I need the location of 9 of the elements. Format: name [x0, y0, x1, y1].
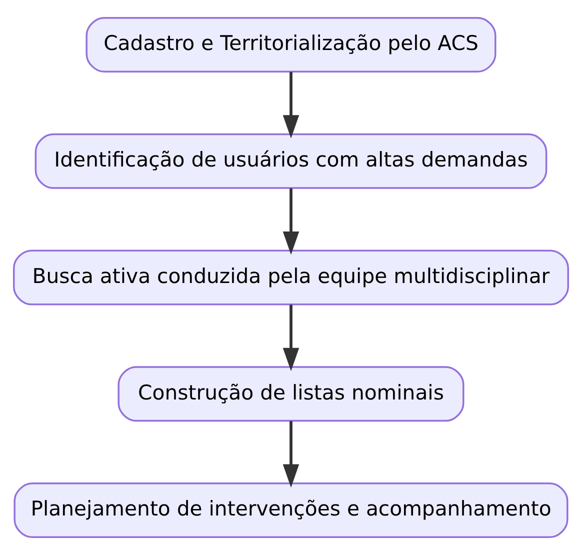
arrow: [282, 304, 300, 371]
node-box: Planejamento de intervenções e acompanhamento: [14, 482, 568, 538]
node-box: Cadastro e Territorialização pelo ACS: [86, 16, 496, 72]
arrow: [282, 188, 300, 254]
node-box: Busca ativa conduzida pela equipe multidisciplinar: [12, 249, 570, 305]
arrow: [282, 71, 300, 138]
arrow: [282, 420, 300, 488]
node-box: Identificação de usuários com altas demandas: [34, 132, 548, 188]
node-box: Construção de listas nominais: [118, 366, 464, 422]
